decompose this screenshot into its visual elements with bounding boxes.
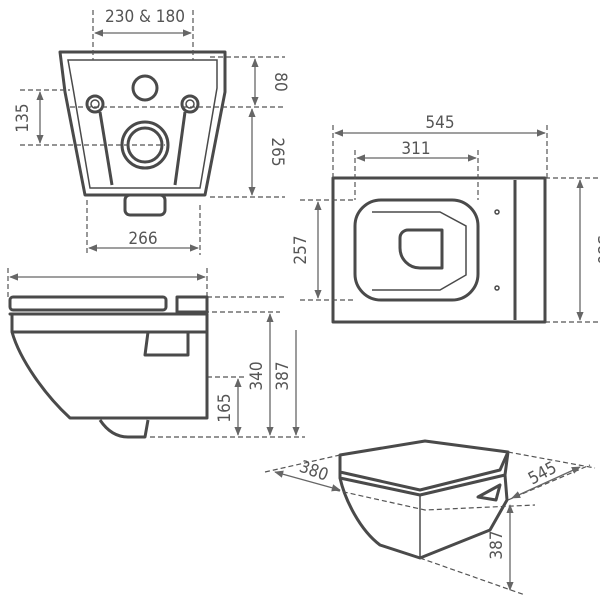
iso-dim-387: 387 bbox=[487, 530, 507, 559]
dim-545: 545 bbox=[425, 113, 454, 133]
dim-230-180: 230 & 180 bbox=[105, 7, 185, 27]
dim-387: 387 bbox=[273, 361, 293, 390]
dim-257: 257 bbox=[291, 235, 311, 264]
dim-380: 380 bbox=[593, 235, 600, 264]
dim-165: 165 bbox=[215, 393, 235, 422]
dim-266: 266 bbox=[128, 229, 157, 249]
top-view: 230 & 180 80 135 265 266 bbox=[13, 7, 290, 255]
iso-dim-545: 545 bbox=[525, 458, 560, 489]
dim-135: 135 bbox=[13, 103, 33, 132]
dim-265: 265 bbox=[267, 137, 287, 166]
dim-311: 311 bbox=[401, 139, 430, 159]
iso-dim-380: 380 bbox=[297, 457, 331, 486]
isometric-view: 380 545 387 bbox=[264, 439, 596, 596]
dim-340: 340 bbox=[247, 361, 267, 390]
plan-view: 545 311 257 380 bbox=[291, 113, 600, 324]
dim-80: 80 bbox=[270, 72, 290, 91]
side-view: 340 387 165 bbox=[7, 268, 305, 439]
